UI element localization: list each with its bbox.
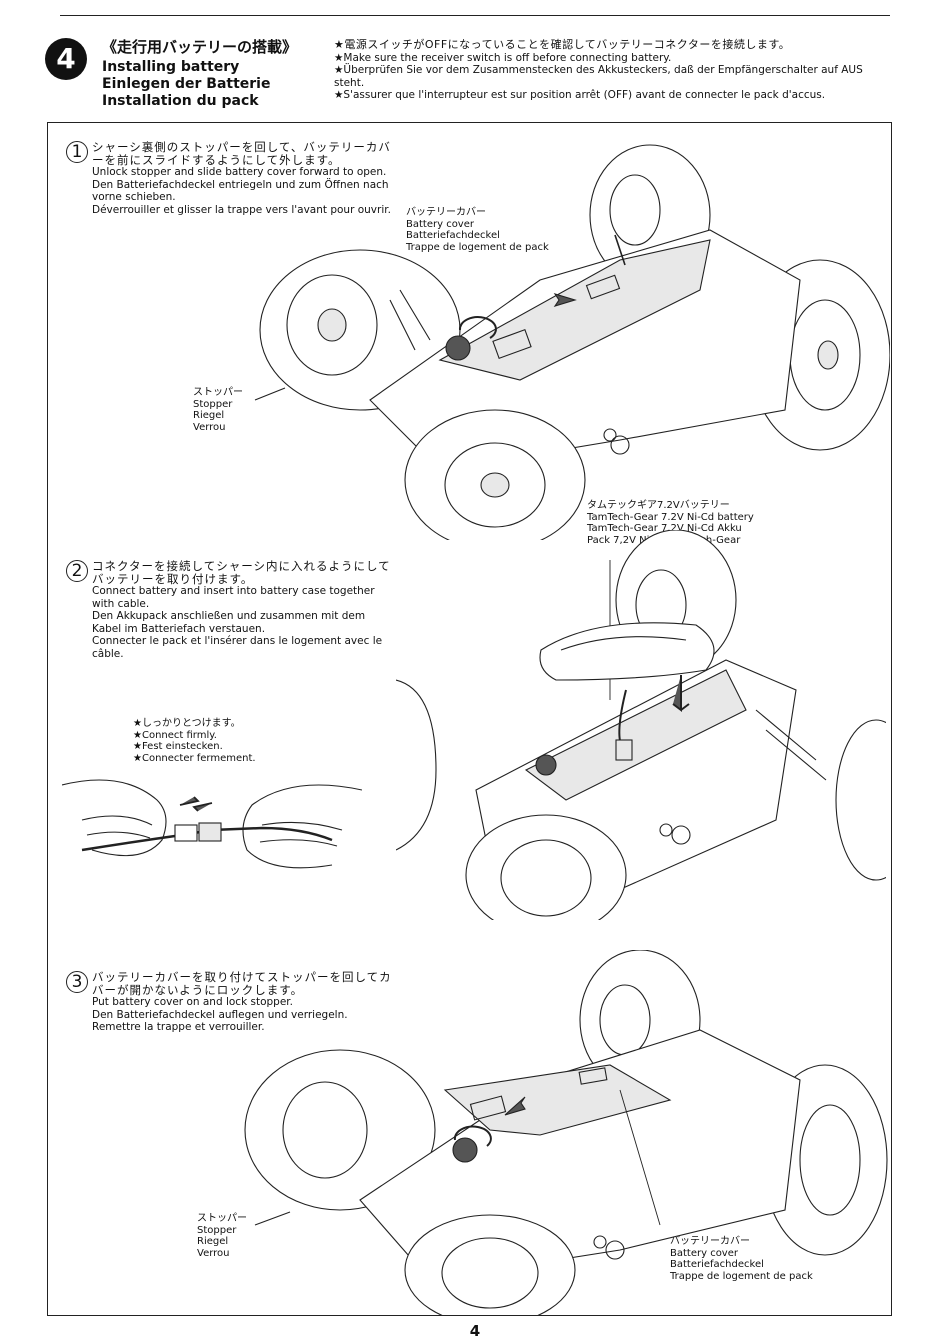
step-number-badge: 4 — [45, 38, 87, 80]
step-2-jp: コネクターを接続してシャーシ内に入れるようにしてバッテリーを取り付けます。 — [92, 559, 391, 586]
warning-en: ★Make sure the receiver switch is off be… — [334, 51, 672, 64]
label-fr: Trappe de logement de pack — [406, 241, 549, 253]
label-en: TamTech-Gear 7.2V Ni-Cd battery — [587, 511, 754, 523]
step-3-text: バッテリーカバーを取り付けてストッパーを回してカバーが開かないようにロックします… — [92, 971, 397, 1034]
chassis-illustration-step-1 — [254, 144, 890, 540]
label-jp: ストッパー — [193, 387, 243, 398]
chassis-illustration-step-3 — [244, 950, 888, 1315]
step-2-number: 2 — [66, 560, 88, 582]
title-german: Einlegen der Batterie — [102, 76, 271, 92]
page-number: 4 — [469, 1322, 481, 1340]
label-jp: ストッパー — [197, 1213, 247, 1224]
top-rule — [60, 15, 890, 16]
label-jp: タムテックギア7.2Vバッテリー — [587, 500, 730, 511]
step-1-de: Den Batteriefachdeckel entriegeln und zu… — [92, 178, 389, 204]
label-fr: Trappe de logement de pack — [670, 1270, 813, 1282]
warning-fr: ★S'assurer que l'interrupteur est sur po… — [334, 89, 826, 101]
label-jp: バッテリーカバー — [406, 207, 486, 218]
label-de: Riegel — [197, 1236, 229, 1247]
step-1-en: Unlock stopper and slide battery cover f… — [92, 166, 387, 178]
step-3-de: Den Batteriefachdeckel auflegen und verr… — [92, 1008, 348, 1021]
label-jp: バッテリーカバー — [670, 1236, 750, 1247]
step-1-text: シャーシ裏側のストッパーを回して、バッテリーカバーを前にスライドするようにして外… — [92, 141, 397, 216]
label-fr: Verrou — [193, 421, 226, 433]
label-de: TamTech-Gear 7.2V Ni-Cd Akku — [587, 523, 742, 534]
note-de: ★Fest einstecken. — [133, 741, 223, 752]
step-1-fr: Déverrouiller et glisser la trappe vers … — [92, 203, 391, 216]
label-de: Riegel — [193, 410, 225, 421]
step-3-fr: Remettre la trappe et verrouiller. — [92, 1021, 265, 1033]
label-en: Stopper — [193, 398, 233, 410]
label-en: Battery cover — [670, 1247, 738, 1259]
title-english: Installing battery — [102, 59, 240, 75]
warning-de: ★Überprüfen Sie vor dem Zusammenstecken … — [334, 64, 863, 89]
title-french: Installation du pack — [102, 93, 259, 109]
warning-jp: ★電源スイッチがOFFになっていることを確認してバッテリーコネクターを接続します… — [334, 38, 791, 51]
step-2-text: コネクターを接続してシャーシ内に入れるようにしてバッテリーを取り付けます。 Co… — [92, 560, 397, 660]
hands-connector-illustration — [62, 779, 362, 869]
connect-firmly-note: ★しっかりとつけます。 ★Connect firmly. ★Fest einst… — [133, 718, 256, 764]
step-3-number: 3 — [66, 971, 88, 993]
warning-notes: ★電源スイッチがOFFになっていることを確認してバッテリーコネクターを接続します… — [334, 38, 894, 102]
label-en: Stopper — [197, 1224, 237, 1236]
step-3-en: Put battery cover on and lock stopper. — [92, 996, 293, 1008]
note-fr: ★Connecter fermement. — [133, 752, 256, 764]
step-3-jp: バッテリーカバーを取り付けてストッパーを回してカバーが開かないようにロックします… — [92, 970, 392, 997]
stopper-label-3: ストッパー Stopper Riegel Verrou — [197, 1213, 247, 1259]
step-2-de: Den Akkupack anschließen und zusammen mi… — [92, 610, 366, 635]
label-de: Batteriefachdeckel — [670, 1259, 764, 1270]
note-en: ★Connect firmly. — [133, 729, 217, 741]
battery-cover-label-1: バッテリーカバー Battery cover Batteriefachdecke… — [406, 207, 549, 253]
step-2-en: Connect battery and insert into battery … — [92, 585, 375, 610]
note-jp: ★しっかりとつけます。 — [133, 718, 241, 729]
step-2-fr: Connecter le pack et l'insérer dans le l… — [92, 635, 383, 660]
chassis-illustration-step-2 — [396, 530, 886, 920]
battery-cover-label-3: バッテリーカバー Battery cover Batteriefachdecke… — [670, 1236, 813, 1282]
label-fr: Verrou — [197, 1247, 230, 1259]
label-en: Battery cover — [406, 218, 474, 230]
stopper-label-1: ストッパー Stopper Riegel Verrou — [193, 387, 243, 433]
title-japanese: 《走行用バッテリーの搭載》 — [102, 38, 298, 56]
step-1-number: 1 — [66, 141, 88, 163]
step-1-jp: シャーシ裏側のストッパーを回して、バッテリーカバーを前にスライドするようにして外… — [92, 140, 391, 167]
instruction-frame — [47, 122, 892, 1316]
label-de: Batteriefachdeckel — [406, 230, 500, 241]
